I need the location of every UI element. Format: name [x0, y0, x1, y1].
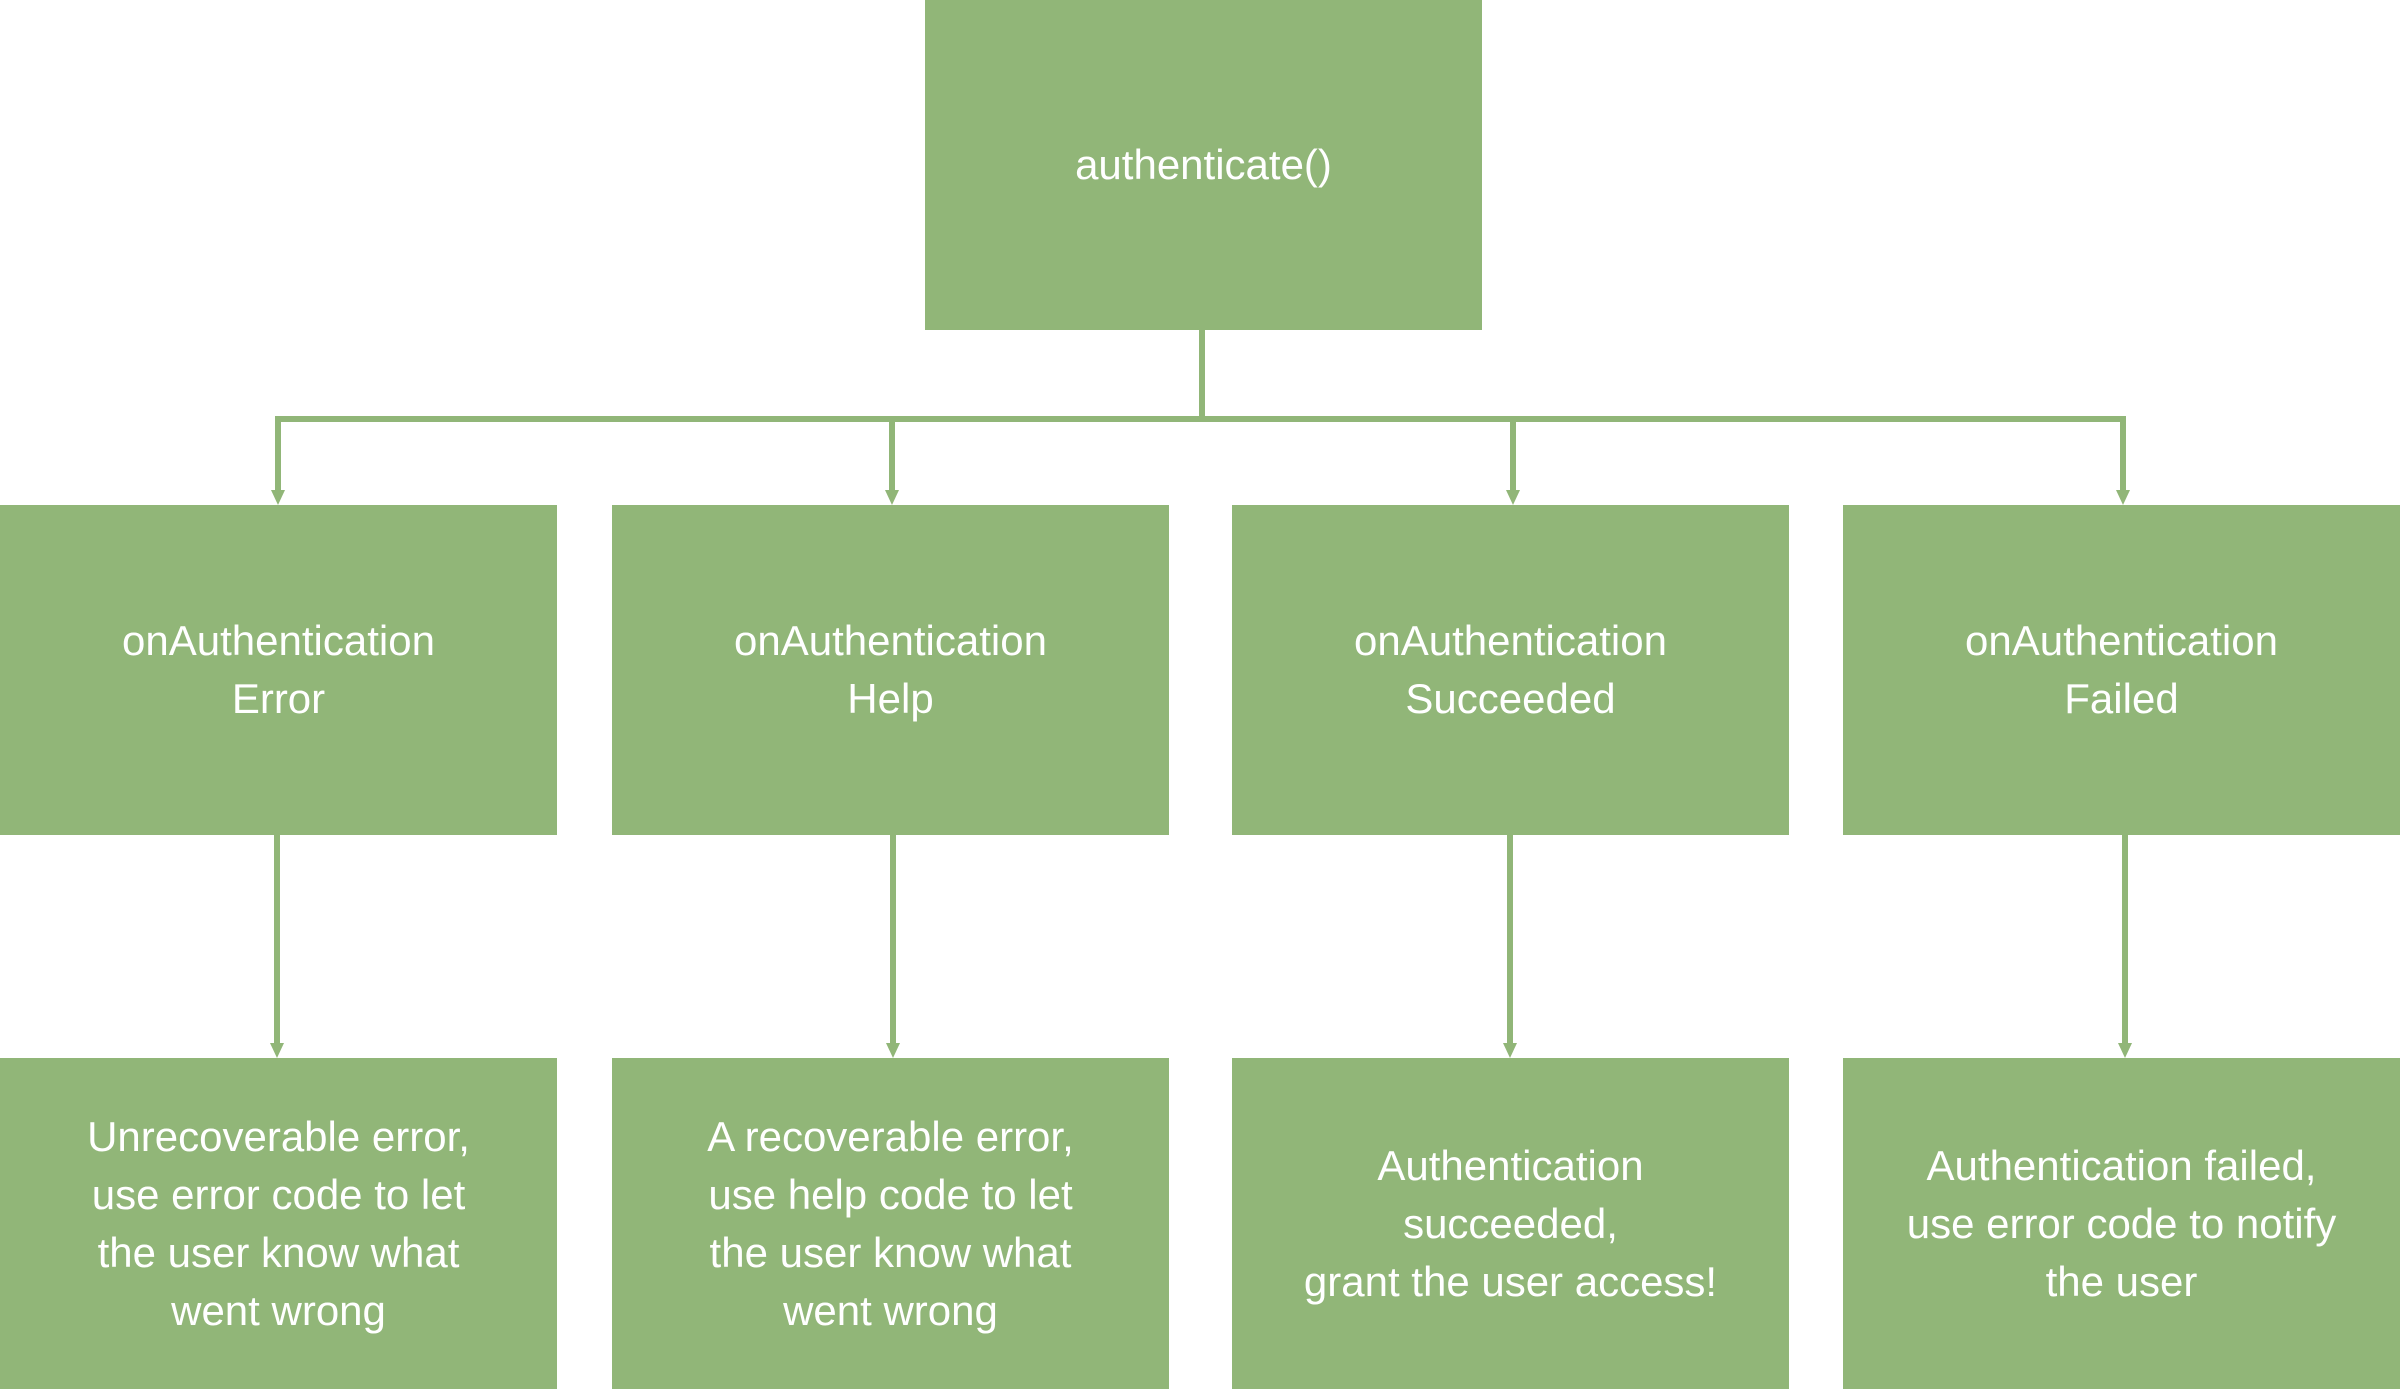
arrowhead-to-error	[271, 490, 285, 505]
callback-label-error: onAuthentication Error	[122, 617, 435, 722]
outcome-node-succeeded: Authentication succeeded, grant the user…	[1232, 1058, 1789, 1389]
callback-node-help: onAuthentication Help	[612, 505, 1169, 835]
outcome-label-succeeded: Authentication succeeded, grant the user…	[1303, 1141, 1718, 1305]
callback-label-succeeded: onAuthentication Succeeded	[1354, 617, 1667, 722]
callback-node-failed: onAuthentication Failed	[1843, 505, 2400, 835]
arrowhead-to-failed	[2116, 490, 2130, 505]
authenticate-node: authenticate()	[925, 0, 1482, 330]
arrowhead-help-outcome	[886, 1043, 900, 1058]
authenticate-label: authenticate()	[1075, 141, 1332, 188]
callback-node-error: onAuthentication Error	[0, 505, 557, 835]
outcome-label-failed: Authentication failed, use error code to…	[1906, 1141, 2337, 1305]
outcome-label-error: Unrecoverable error, use error code to l…	[87, 1112, 470, 1334]
callback-label-failed: onAuthentication Failed	[1965, 617, 2278, 722]
arrowhead-to-succeeded	[1506, 490, 1520, 505]
arrowhead-to-help	[885, 490, 899, 505]
callback-node-succeeded: onAuthentication Succeeded	[1232, 505, 1789, 835]
callback-label-help: onAuthentication Help	[734, 617, 1047, 722]
outcome-node-error: Unrecoverable error, use error code to l…	[0, 1058, 557, 1389]
arrowhead-error-outcome	[270, 1043, 284, 1058]
outcome-node-failed: Authentication failed, use error code to…	[1843, 1058, 2400, 1389]
outcome-label-help: A recoverable error, use help code to le…	[707, 1112, 1074, 1334]
outcome-node-help: A recoverable error, use help code to le…	[612, 1058, 1169, 1389]
arrowhead-failed-outcome	[2118, 1043, 2132, 1058]
arrowhead-succeeded-outcome	[1503, 1043, 1517, 1058]
